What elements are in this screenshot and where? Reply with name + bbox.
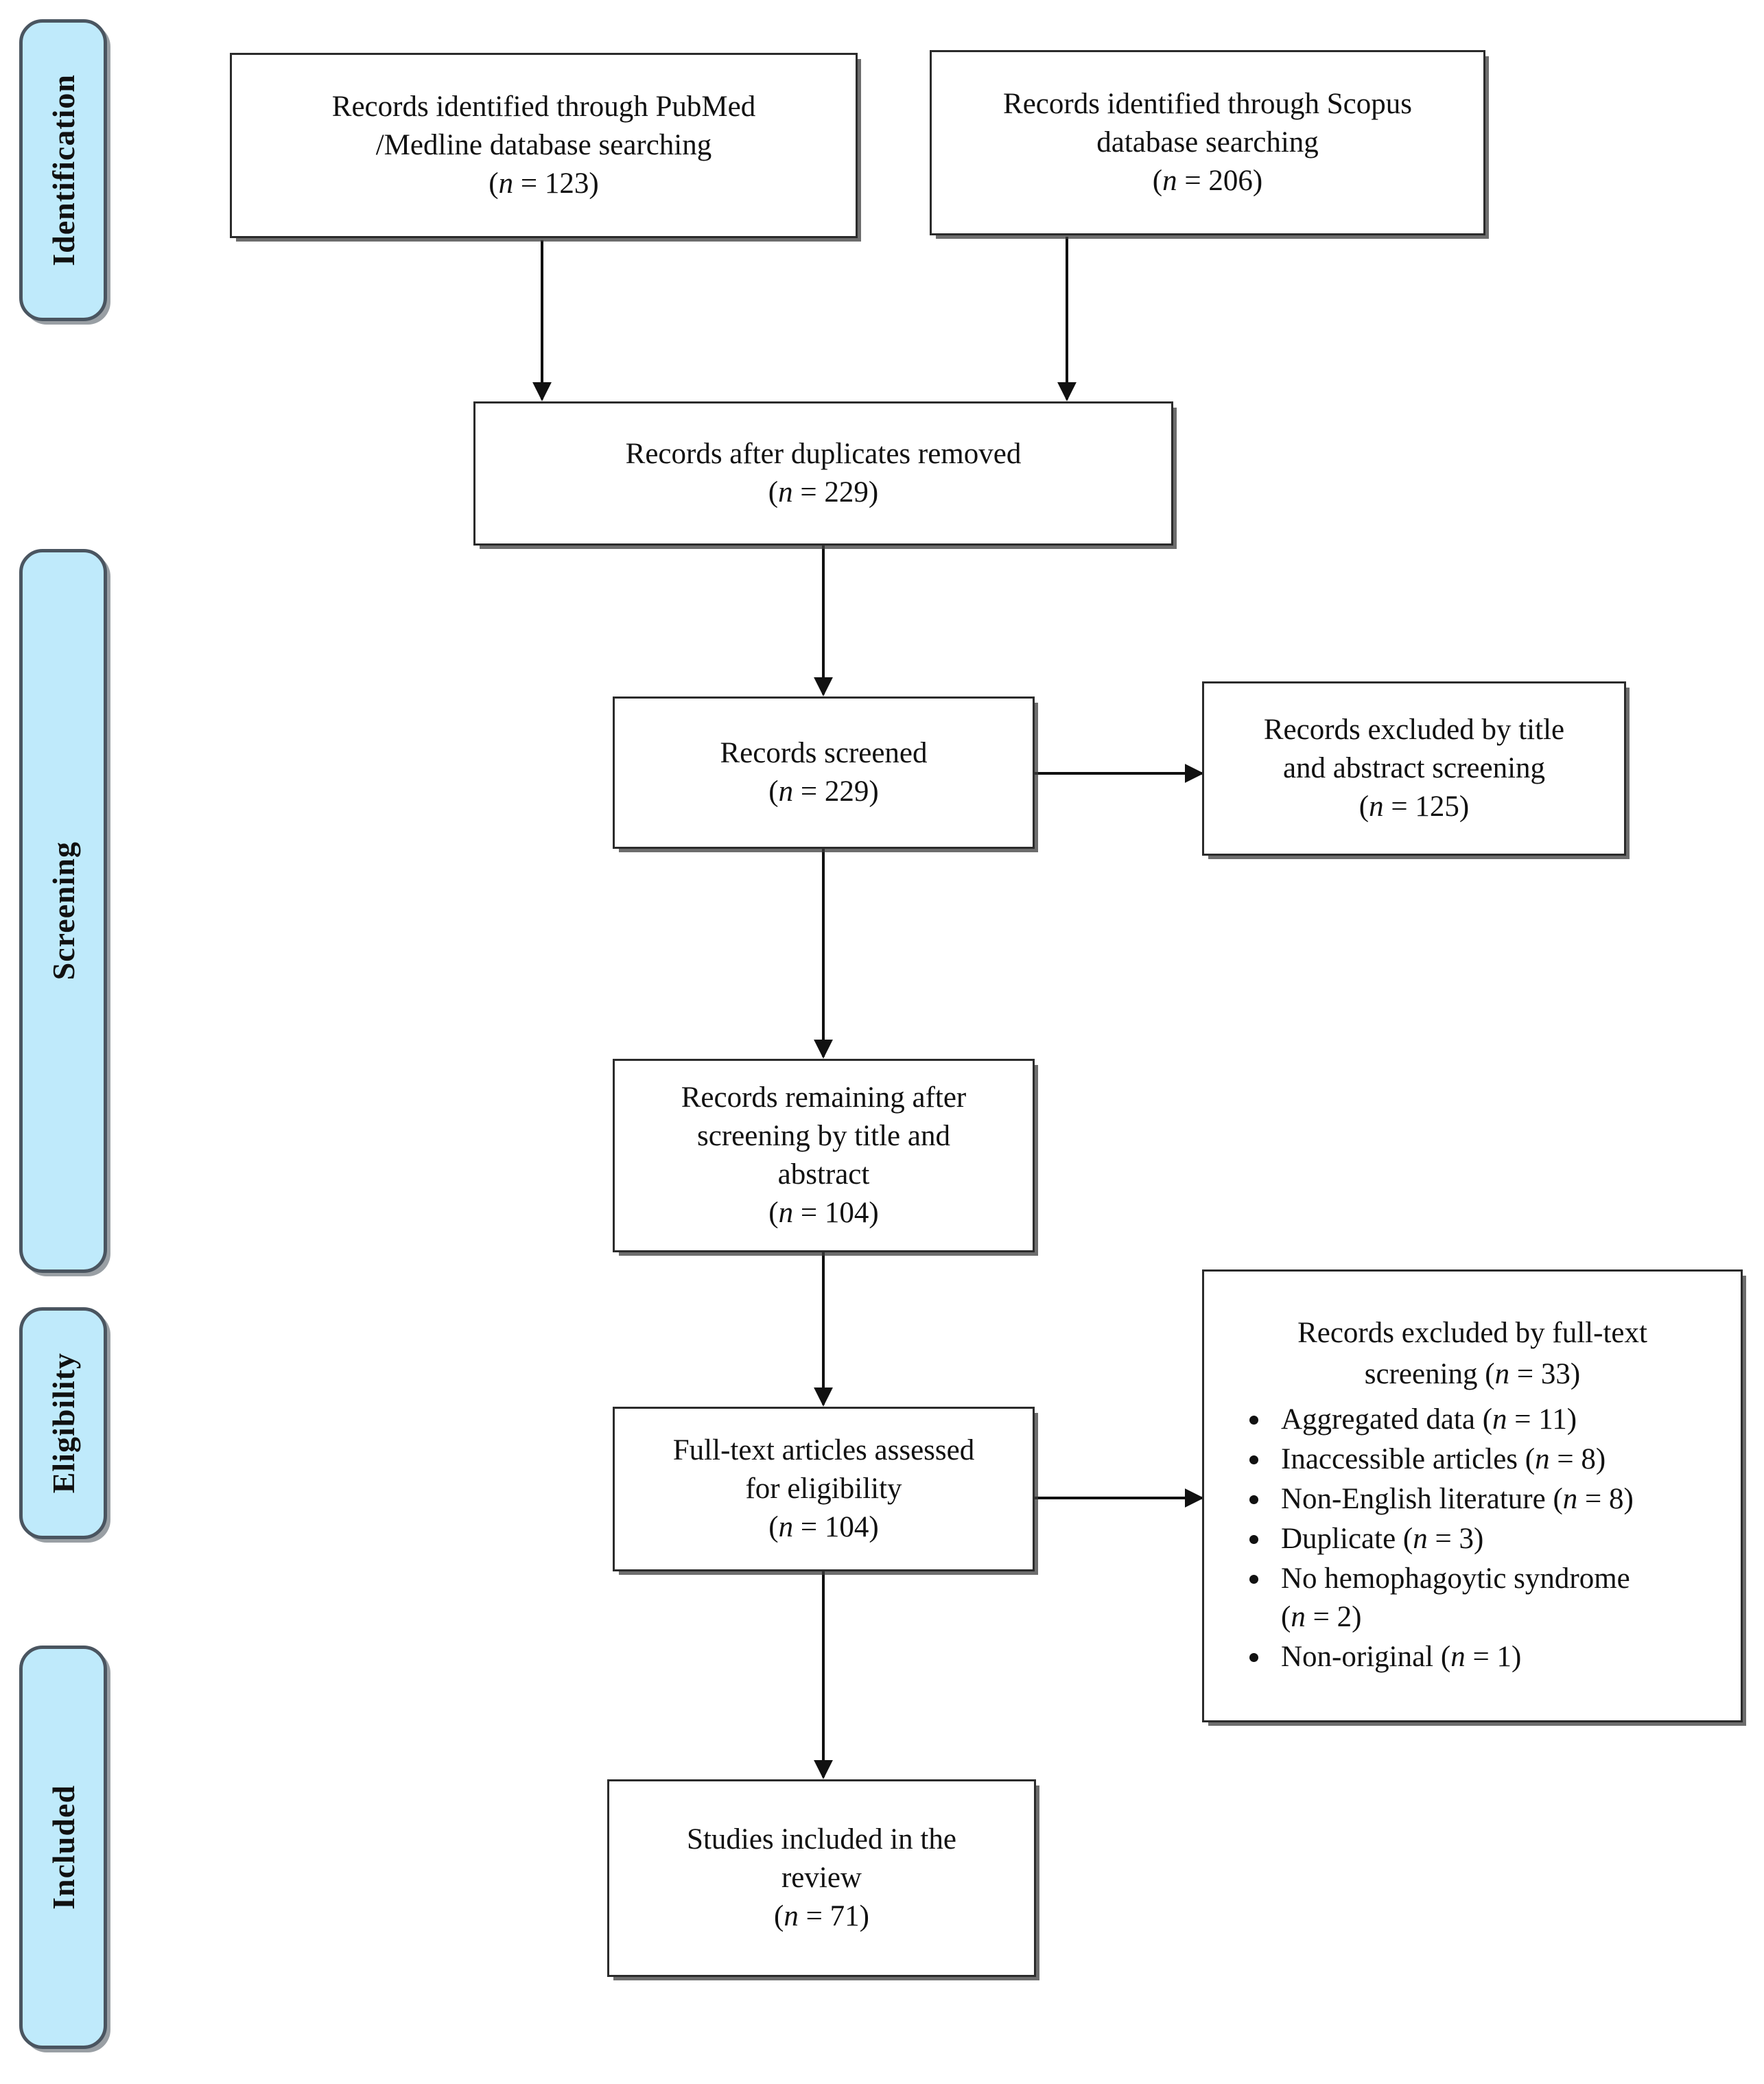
stage-bar-included: Included bbox=[19, 1646, 107, 2049]
list-item: Non-original (n = 1) bbox=[1249, 1638, 1734, 1676]
remaining-count: (n = 104) bbox=[768, 1196, 879, 1229]
included-count: (n = 71) bbox=[774, 1899, 869, 1932]
box-records-remaining-after-screening: Records remaining after screening by tit… bbox=[613, 1059, 1035, 1252]
list-item: Aggregated data (n = 11) bbox=[1249, 1401, 1734, 1439]
screened-line-1: Records screened bbox=[720, 737, 928, 770]
stage-label-screening: Screening bbox=[45, 841, 81, 981]
duplicates-line-1: Records after duplicates removed bbox=[625, 438, 1022, 471]
fulltext-count: (n = 104) bbox=[768, 1510, 879, 1543]
screened-count: (n = 229) bbox=[768, 775, 879, 808]
remaining-line-1: Records remaining after bbox=[681, 1081, 967, 1114]
excluded-fulltext-reason-list: Aggregated data (n = 11) Inaccessible ar… bbox=[1211, 1401, 1734, 1676]
excluded-ta-count: (n = 125) bbox=[1359, 790, 1470, 823]
included-line-1: Studies included in the bbox=[687, 1823, 956, 1856]
box-records-excluded-title-abstract: Records excluded by title and abstract s… bbox=[1202, 681, 1626, 856]
stage-label-identification: Identification bbox=[45, 74, 81, 266]
stage-bar-identification: Identification bbox=[19, 19, 107, 321]
pubmed-line-1: Records identified through PubMed bbox=[331, 91, 756, 124]
list-item: Duplicate (n = 3) bbox=[1249, 1520, 1734, 1558]
scopus-line-2: database searching bbox=[1096, 126, 1319, 159]
stage-label-eligibility: Eligibility bbox=[45, 1353, 81, 1494]
list-item: No hemophagoytic syndrome (n = 2) bbox=[1249, 1560, 1734, 1637]
box-records-identified-scopus: Records identified through Scopus databa… bbox=[930, 50, 1485, 235]
excluded-ta-line-2: and abstract screening bbox=[1282, 752, 1546, 785]
box-records-excluded-fulltext: Records excluded by full-text screening … bbox=[1202, 1269, 1743, 1722]
excluded-ta-line-1: Records excluded by title bbox=[1263, 714, 1565, 747]
box-fulltext-articles-assessed: Full-text articles assessed for eligibil… bbox=[613, 1407, 1035, 1571]
remaining-line-2: screening by title and bbox=[697, 1120, 950, 1153]
box-records-screened: Records screened (n = 229) bbox=[613, 696, 1035, 849]
excluded-fulltext-head-line-2: screening (n = 33) bbox=[1364, 1358, 1581, 1391]
stage-bar-screening: Screening bbox=[19, 549, 107, 1273]
box-studies-included-in-review: Studies included in the review (n = 71) bbox=[607, 1779, 1036, 1977]
fulltext-line-1: Full-text articles assessed bbox=[672, 1434, 975, 1467]
stage-label-included: Included bbox=[45, 1785, 81, 1910]
scopus-line-1: Records identified through Scopus bbox=[1003, 88, 1412, 121]
included-line-2: review bbox=[781, 1862, 862, 1895]
box-records-after-duplicates-removed: Records after duplicates removed (n = 22… bbox=[473, 401, 1173, 546]
stage-bar-eligibility: Eligibility bbox=[19, 1307, 107, 1539]
remaining-line-3: abstract bbox=[777, 1158, 870, 1191]
scopus-count: (n = 206) bbox=[1152, 164, 1263, 197]
list-item: Non-English literature (n = 8) bbox=[1249, 1480, 1734, 1519]
excluded-fulltext-head-line-1: Records excluded by full-text bbox=[1297, 1317, 1647, 1350]
pubmed-count: (n = 123) bbox=[489, 167, 599, 200]
pubmed-line-2: /Medline database searching bbox=[375, 129, 712, 162]
list-item: Inaccessible articles (n = 8) bbox=[1249, 1440, 1734, 1479]
duplicates-count: (n = 229) bbox=[768, 476, 879, 508]
fulltext-line-2: for eligibility bbox=[745, 1473, 902, 1506]
box-records-identified-pubmed: Records identified through PubMed /Medli… bbox=[230, 53, 858, 238]
